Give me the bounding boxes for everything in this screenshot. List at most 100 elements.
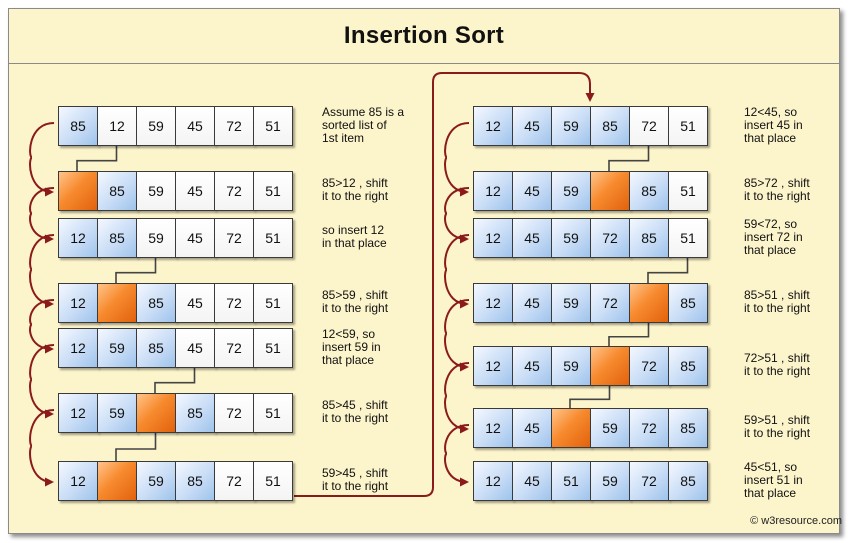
array-cell: 59 — [551, 171, 591, 211]
array-cell: 51 — [551, 461, 591, 501]
right-step-note-5: 72>51 , shift it to the right — [744, 351, 811, 378]
credit-text: © w3resource.com — [750, 515, 842, 527]
array-cell: 12 — [473, 408, 513, 448]
array-cell: 59 — [590, 408, 630, 448]
array-cell: 85 — [668, 283, 708, 323]
array-cell: 85 — [97, 171, 137, 211]
array-cell: 59 — [551, 346, 591, 386]
array-cell: 72 — [629, 408, 669, 448]
array-cell: 85 — [668, 408, 708, 448]
array-cell: 51 — [668, 106, 708, 146]
array-cell: 72 — [214, 283, 254, 323]
array-cell: 59 — [551, 106, 591, 146]
array-cell: 45 — [512, 171, 552, 211]
right-step-note-4: 85>51 , shift it to the right — [744, 288, 811, 315]
array-cell: 72 — [590, 218, 630, 258]
array-cell: 85 — [668, 346, 708, 386]
array-cell: 51 — [253, 171, 293, 211]
array-cell: 72 — [214, 328, 254, 368]
left-step-note-7: 59>45 , shift it to the right — [322, 466, 389, 493]
array-cell: 45 — [512, 106, 552, 146]
array-cell: 12 — [58, 283, 98, 323]
array-cell: 72 — [214, 171, 254, 211]
array-cell: 51 — [253, 461, 293, 501]
array-cell: 45 — [512, 218, 552, 258]
array-cell: 85 — [629, 171, 669, 211]
array-cell: 12 — [58, 393, 98, 433]
right-step-note-3: 59<72, so insert 72 in that place — [744, 216, 803, 257]
left-step-note-6: 85>45 , shift it to the right — [322, 398, 389, 425]
array-cell: 51 — [253, 283, 293, 323]
array-cell: 72 — [629, 461, 669, 501]
array-cell: 85 — [590, 106, 630, 146]
right-step-note-6: 59>51 , shift it to the right — [744, 413, 811, 440]
array-cell: 45 — [175, 328, 215, 368]
array-cell: 59 — [97, 328, 137, 368]
array-cell: 59 — [136, 171, 176, 211]
array-cell: 51 — [253, 328, 293, 368]
array-cell: 45 — [175, 106, 215, 146]
right-step-note-2: 85>72 , shift it to the right — [744, 176, 811, 203]
insert-position-cell — [97, 461, 137, 501]
array-cell: 51 — [253, 393, 293, 433]
array-cell: 12 — [473, 461, 513, 501]
array-cell: 85 — [136, 328, 176, 368]
array-cell: 45 — [175, 171, 215, 211]
array-cell: 45 — [512, 283, 552, 323]
array-cell: 85 — [97, 218, 137, 258]
right-step-note-1: 12<45, so insert 45 in that place — [744, 104, 803, 145]
title-bar: Insertion Sort — [9, 9, 839, 64]
left-step-note-3: so insert 12 in that place — [322, 223, 387, 250]
array-cell: 85 — [136, 283, 176, 323]
left-step-note-1: Assume 85 is a sorted list of 1st item — [322, 104, 405, 145]
insert-position-cell — [629, 283, 669, 323]
array-cell: 59 — [136, 461, 176, 501]
array-cell: 72 — [214, 461, 254, 501]
array-cell: 85 — [175, 393, 215, 433]
array-cell: 59 — [590, 461, 630, 501]
array-cell: 45 — [175, 283, 215, 323]
array-cell: 45 — [512, 346, 552, 386]
array-cell: 12 — [473, 346, 513, 386]
array-cell: 72 — [629, 106, 669, 146]
array-cell: 85 — [629, 218, 669, 258]
array-cell: 12 — [473, 218, 513, 258]
array-cell: 12 — [473, 283, 513, 323]
array-cell: 45 — [512, 408, 552, 448]
right-step-note-7: 45<51, so insert 51 in that place — [744, 459, 803, 500]
array-cell: 85 — [58, 106, 98, 146]
array-cell: 51 — [253, 106, 293, 146]
array-cell: 59 — [551, 283, 591, 323]
array-cell: 45 — [175, 218, 215, 258]
insert-position-cell — [97, 283, 137, 323]
array-cell: 85 — [175, 461, 215, 501]
array-cell: 59 — [551, 218, 591, 258]
array-cell: 51 — [668, 218, 708, 258]
insert-position-cell — [590, 171, 630, 211]
left-step-note-2: 85>12 , shift it to the right — [322, 176, 389, 203]
diagram-title: Insertion Sort — [343, 22, 505, 49]
array-cell: 51 — [668, 171, 708, 211]
array-cell: 12 — [473, 106, 513, 146]
left-step-note-5: 12<59, so insert 59 in that place — [322, 326, 381, 367]
insert-position-cell — [136, 393, 176, 433]
array-cell: 12 — [473, 171, 513, 211]
array-cell: 59 — [136, 218, 176, 258]
left-step-note-4: 85>59 , shift it to the right — [322, 288, 389, 315]
array-cell: 85 — [668, 461, 708, 501]
array-cell: 12 — [58, 218, 98, 258]
array-cell: 72 — [214, 218, 254, 258]
diagram-frame: Insertion Sort — [8, 8, 840, 534]
